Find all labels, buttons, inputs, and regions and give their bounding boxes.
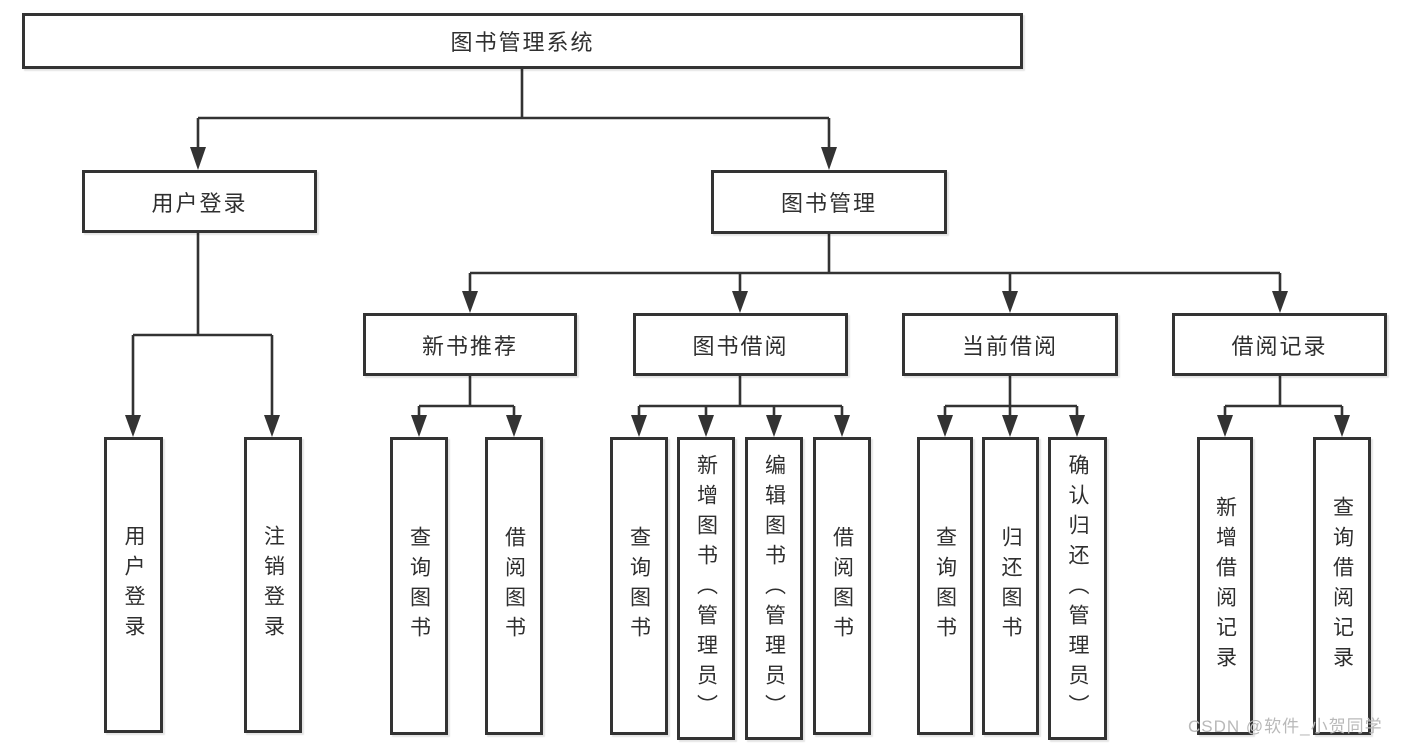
leaf-query-borrow-record-label: 查询借阅记录 [1330,496,1354,676]
leaf-query-borrow-record: 查询借阅记录 [1313,437,1371,735]
leaf-edit-book-admin: 编辑图书（管理员） [745,437,803,740]
leaf-query-book-2: 查询图书 [610,437,668,735]
leaf-borrow-book-1: 借阅图书 [485,437,543,735]
leaf-borrow-book-1-label: 借阅图书 [502,526,526,646]
leaf-user-login-label: 用户登录 [122,525,145,645]
leaf-user-login: 用户登录 [104,437,163,733]
leaf-logout: 注销登录 [244,437,302,733]
node-book-management-label: 图书管理 [780,191,877,216]
node-user-login-label: 用户登录 [151,190,248,216]
node-new-book-recommend-label: 新书推荐 [421,333,518,359]
leaf-query-book-2-label: 查询图书 [627,526,651,646]
node-root-label: 图书管理系统 [450,30,595,55]
leaf-add-borrow-record: 新增借阅记录 [1197,437,1253,735]
watermark: CSDN @软件_小贺同学 [1188,717,1383,736]
node-new-book-recommend: 新书推荐 [363,313,577,376]
leaf-add-borrow-record-label: 新增借阅记录 [1213,496,1237,676]
leaf-confirm-return-admin: 确认归还（管理员） [1048,437,1107,740]
leaf-return-book-label: 归还图书 [999,526,1022,646]
leaf-borrow-book-2: 借阅图书 [813,437,871,735]
leaf-add-book-admin-label: 新增图书（管理员） [694,453,718,724]
leaf-confirm-return-admin-label: 确认归还（管理员） [1066,453,1089,724]
arrowheads [125,147,1350,437]
leaf-query-book-3: 查询图书 [917,437,973,735]
node-root: 图书管理系统 [22,13,1023,69]
node-book-borrow: 图书借阅 [633,313,848,376]
node-book-borrow-label: 图书借阅 [692,333,789,359]
leaf-query-book-1-label: 查询图书 [407,526,431,646]
leaf-add-book-admin: 新增图书（管理员） [677,437,735,740]
node-borrow-records-label: 借阅记录 [1231,333,1328,359]
leaf-logout-label: 注销登录 [261,525,285,645]
node-book-management: 图书管理 [711,170,947,234]
leaf-edit-book-admin-label: 编辑图书（管理员） [762,453,786,724]
leaf-borrow-book-2-label: 借阅图书 [830,526,854,646]
node-current-borrow: 当前借阅 [902,313,1118,376]
node-user-login: 用户登录 [82,170,317,233]
node-borrow-records: 借阅记录 [1172,313,1387,376]
node-current-borrow-label: 当前借阅 [961,333,1058,359]
leaf-return-book: 归还图书 [982,437,1039,735]
leaf-query-book-3-label: 查询图书 [933,526,957,646]
leaf-query-book-1: 查询图书 [390,437,448,735]
